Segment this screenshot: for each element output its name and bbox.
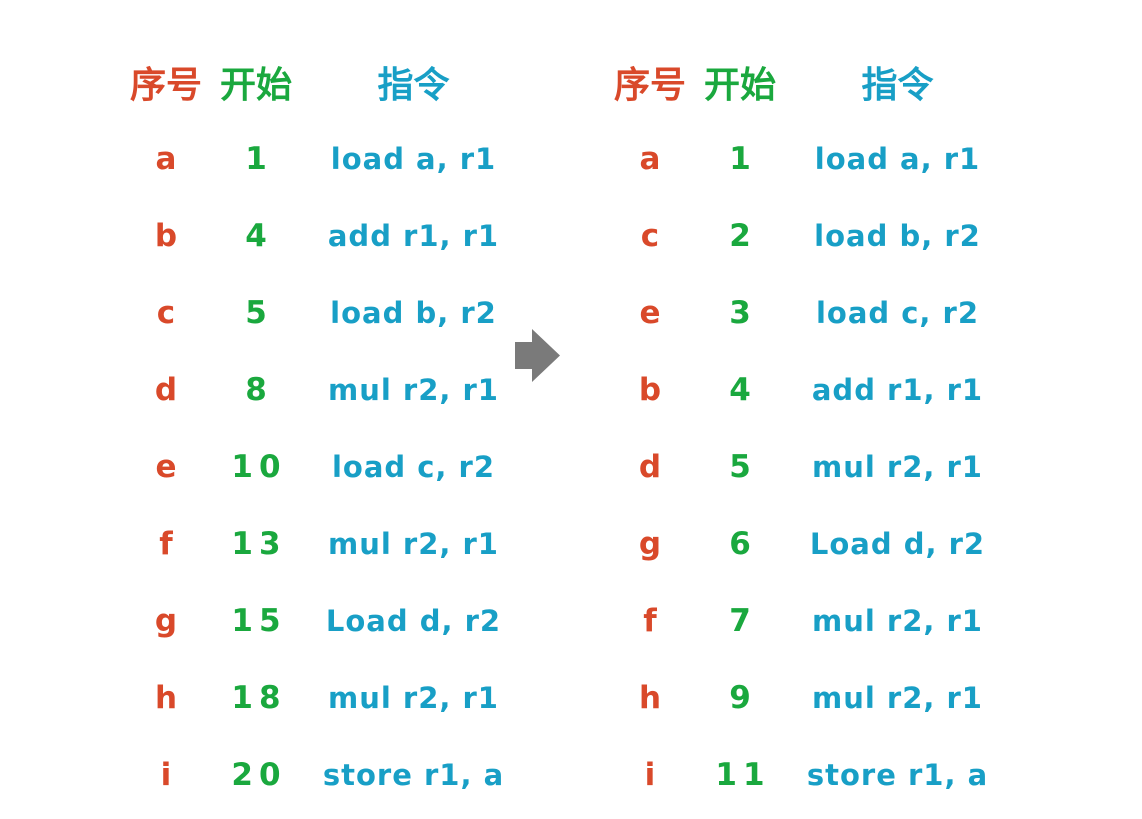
column-header-instruction: 指令	[861, 64, 934, 106]
row-instruction: mul r2, r1	[812, 449, 983, 484]
right-arrow-shape	[515, 329, 560, 382]
row-instruction: load c, r2	[331, 449, 496, 484]
row-sequence-id: f	[643, 602, 657, 639]
row-instruction: store r1, a	[322, 757, 505, 792]
row-start-cycle: 1	[245, 140, 273, 177]
column-header-sequence: 序号	[129, 64, 202, 106]
row-sequence-id: h	[154, 679, 178, 716]
row-sequence-id: i	[644, 756, 656, 793]
row-instruction: mul r2, r1	[328, 680, 499, 715]
row-start-cycle: 10	[231, 448, 287, 485]
row-start-cycle: 7	[729, 602, 757, 639]
transform-arrow-icon	[515, 328, 561, 383]
row-sequence-id: d	[154, 371, 178, 408]
row-instruction: load b, r2	[814, 218, 981, 253]
schedule-table-after: 序号 开始 指令 a 1 load a, r1 c 2 load b, r2 e…	[610, 43, 1005, 813]
row-start-cycle: 4	[245, 217, 273, 254]
row-sequence-id: b	[154, 217, 178, 254]
row-start-cycle: 4	[729, 371, 757, 408]
row-sequence-id: i	[160, 756, 172, 793]
column-header-start: 开始	[703, 64, 776, 106]
row-start-cycle: 1	[729, 140, 757, 177]
row-instruction: mul r2, r1	[328, 526, 499, 561]
row-start-cycle: 8	[245, 371, 273, 408]
row-sequence-id: c	[156, 294, 176, 331]
row-instruction: mul r2, r1	[328, 372, 499, 407]
row-start-cycle: 5	[729, 448, 757, 485]
row-sequence-id: g	[154, 602, 178, 639]
column-header-start: 开始	[219, 64, 292, 106]
row-start-cycle: 13	[231, 525, 287, 562]
row-sequence-id: e	[155, 448, 177, 485]
row-instruction: load a, r1	[330, 141, 497, 176]
row-sequence-id: g	[638, 525, 662, 562]
row-start-cycle: 3	[729, 294, 757, 331]
row-instruction: load c, r2	[815, 295, 980, 330]
row-instruction: load b, r2	[330, 295, 497, 330]
row-start-cycle: 6	[729, 525, 757, 562]
row-sequence-id: e	[639, 294, 661, 331]
row-sequence-id: h	[638, 679, 662, 716]
row-instruction: mul r2, r1	[812, 603, 983, 638]
row-sequence-id: c	[640, 217, 660, 254]
row-start-cycle: 9	[729, 679, 757, 716]
row-start-cycle: 2	[729, 217, 757, 254]
row-start-cycle: 20	[231, 756, 287, 793]
row-instruction: mul r2, r1	[812, 680, 983, 715]
row-sequence-id: a	[639, 140, 661, 177]
row-sequence-id: d	[638, 448, 662, 485]
row-start-cycle: 18	[231, 679, 287, 716]
row-instruction: add r1, r1	[327, 218, 500, 253]
row-instruction: Load d, r2	[325, 603, 502, 638]
row-sequence-id: f	[159, 525, 173, 562]
row-start-cycle: 5	[245, 294, 273, 331]
column-header-instruction: 指令	[377, 64, 450, 106]
row-instruction: load a, r1	[814, 141, 981, 176]
schedule-table-before: 序号 开始 指令 a 1 load a, r1 b 4 add r1, r1 c…	[126, 43, 521, 813]
row-instruction: add r1, r1	[811, 372, 984, 407]
row-sequence-id: a	[155, 140, 177, 177]
row-instruction: Load d, r2	[809, 526, 986, 561]
row-sequence-id: b	[638, 371, 662, 408]
row-instruction: store r1, a	[806, 757, 989, 792]
column-header-sequence: 序号	[613, 64, 686, 106]
row-start-cycle: 11	[715, 756, 771, 793]
row-start-cycle: 15	[231, 602, 287, 639]
